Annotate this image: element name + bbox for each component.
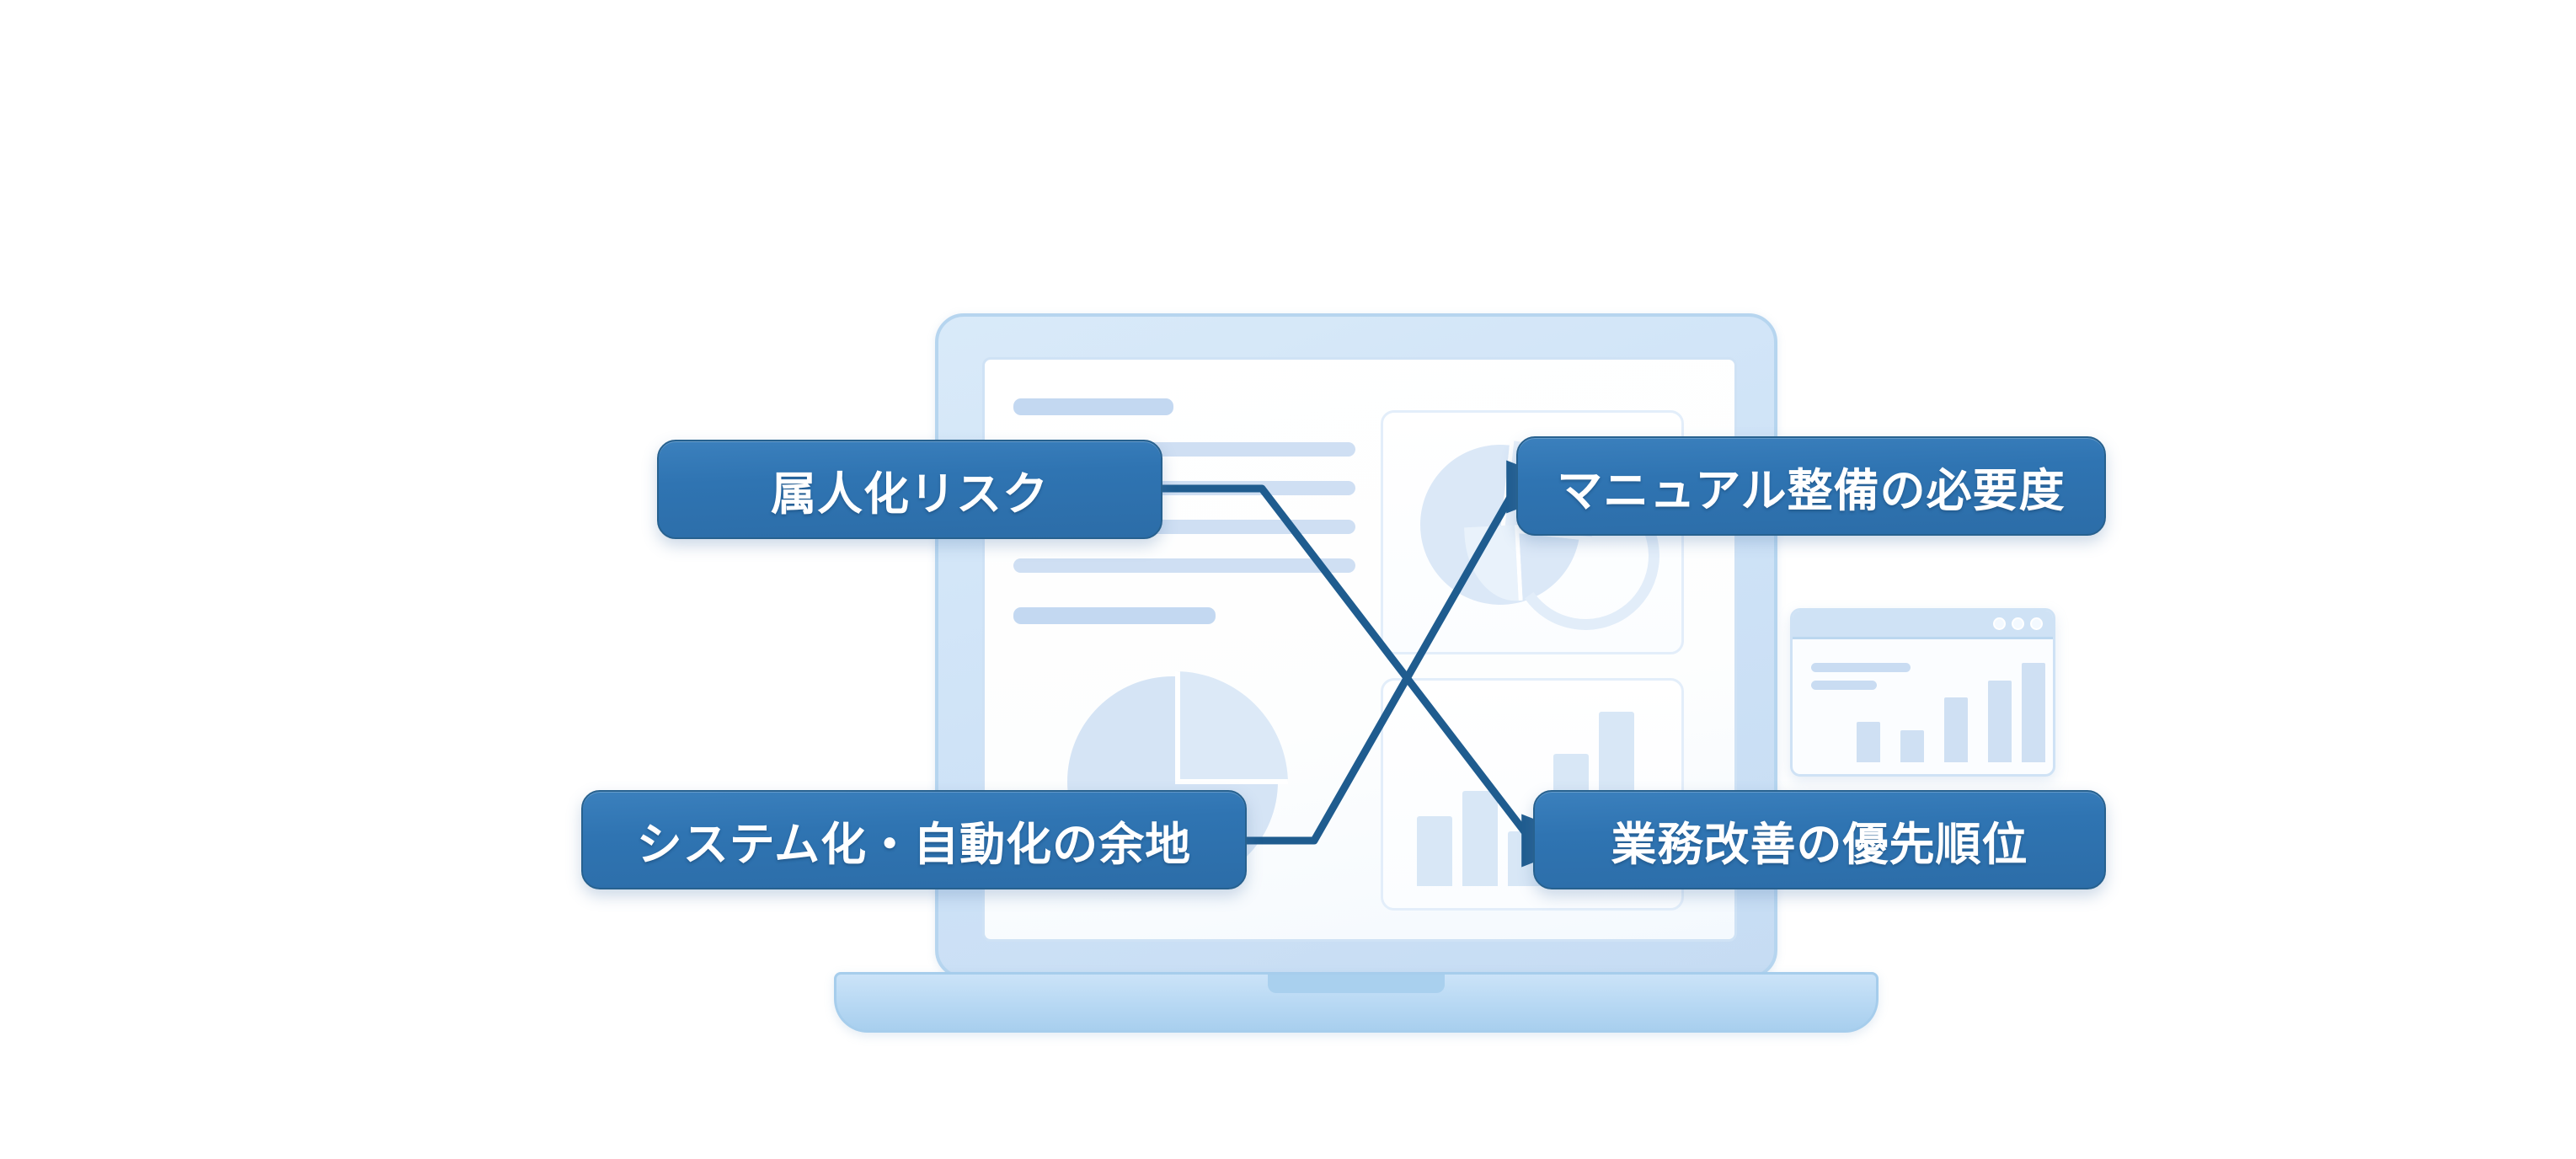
doc-text-line <box>1013 558 1355 573</box>
bar-item <box>1462 791 1498 886</box>
node-badge-manual-necessity[interactable]: マニュアル整備の必要度 <box>1516 436 2106 536</box>
bar-item <box>1857 722 1880 762</box>
maximize-dot-icon[interactable] <box>2012 617 2024 630</box>
window-titlebar <box>1793 611 2053 639</box>
doc-footer-bar <box>1013 607 1216 624</box>
window-controls <box>1993 617 2043 630</box>
doc-heading-bar <box>1013 398 1173 415</box>
bar-item <box>1900 730 1924 762</box>
window-text-line <box>1811 663 1911 672</box>
bar-item <box>2022 663 2045 762</box>
node-label: 業務改善の優先順位 <box>1611 817 2028 871</box>
bar-item <box>1944 697 1968 762</box>
node-badge-systemization-room[interactable]: システム化・自動化の余地 <box>581 790 1247 889</box>
node-label: 属人化リスク <box>771 467 1049 521</box>
laptop-trackpad-notch <box>1268 975 1445 993</box>
minimize-dot-icon[interactable] <box>1993 617 2006 630</box>
floating-analytics-window <box>1790 608 2055 777</box>
window-text-line <box>1811 681 1877 690</box>
node-badge-zokujinka-risk[interactable]: 属人化リスク <box>657 440 1162 539</box>
bar-item <box>1417 816 1452 886</box>
close-dot-icon[interactable] <box>2030 617 2043 630</box>
window-bar-chart <box>1813 661 2045 762</box>
laptop-base <box>834 972 1879 1033</box>
bar-item <box>1988 681 2012 762</box>
node-label: システム化・自動化の余地 <box>636 817 1192 871</box>
pie-slice <box>1175 671 1288 784</box>
node-label: マニュアル整備の必要度 <box>1557 463 2066 517</box>
laptop-illustration <box>834 313 1879 1038</box>
node-badge-improvement-priority[interactable]: 業務改善の優先順位 <box>1533 790 2106 889</box>
